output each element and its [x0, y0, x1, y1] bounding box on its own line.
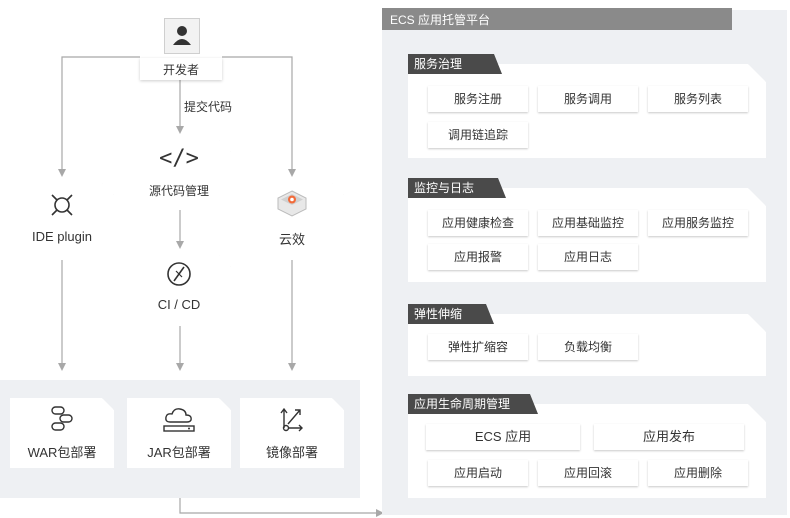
war-label: WAR包部署 [27, 445, 97, 460]
submit-code-label: 提交代码 [184, 100, 233, 114]
app-publish-button[interactable]: 应用发布 [594, 424, 744, 450]
ide-plugin-card: IDE plugin [10, 183, 114, 259]
ide-plugin-label: IDE plugin [32, 229, 92, 244]
platform-title: ECS 应用托管平台 [390, 13, 491, 27]
service-call-button[interactable]: 服务调用 [538, 86, 638, 112]
code-icon: </> [159, 146, 199, 171]
cicd-icon [164, 259, 194, 289]
trace-button[interactable]: 调用链追踪 [428, 122, 528, 148]
deploy-arrows-icon [278, 404, 306, 432]
service-list-button[interactable]: 服务列表 [648, 86, 748, 112]
developer-node: 开发者 [140, 18, 222, 80]
autoscale-button[interactable]: 弹性扩缩容 [428, 334, 528, 360]
health-check-button[interactable]: 应用健康检查 [428, 210, 528, 236]
source-mgmt-label: 源代码管理 [148, 184, 209, 198]
source-mgmt-card: </> 源代码管理 [127, 140, 231, 210]
yunxiao-label: 云效 [278, 232, 305, 247]
alert-button[interactable]: 应用报警 [428, 244, 528, 270]
cicd-label: CI / CD [157, 297, 201, 312]
jar-label: JAR包部署 [147, 445, 211, 460]
developer-label: 开发者 [162, 63, 199, 77]
jar-deploy-card: JAR包部署 [127, 398, 231, 468]
yunxiao-logo-icon [276, 189, 308, 219]
app-rollback-button[interactable]: 应用回滚 [538, 460, 638, 486]
basic-monitor-button[interactable]: 应用基础监控 [538, 210, 638, 236]
logs-button[interactable]: 应用日志 [538, 244, 638, 270]
load-balance-button[interactable]: 负载均衡 [538, 334, 638, 360]
image-deploy-card: 镜像部署 [240, 398, 344, 468]
developer-label-box: 开发者 [140, 58, 222, 80]
ecs-app-button[interactable]: ECS 应用 [426, 424, 580, 450]
platform-title-bar: ECS 应用托管平台 [382, 8, 732, 30]
user-icon [164, 18, 200, 54]
war-deploy-card: WAR包部署 [10, 398, 114, 468]
app-delete-button[interactable]: 应用删除 [648, 460, 748, 486]
app-start-button[interactable]: 应用启动 [428, 460, 528, 486]
cicd-card: CI / CD [127, 255, 231, 325]
service-monitor-button[interactable]: 应用服务监控 [648, 210, 748, 236]
war-icon [48, 404, 76, 432]
section-title: 监控与日志 [408, 178, 506, 198]
cloud-server-icon [161, 404, 197, 434]
yunxiao-card: 云效 [240, 183, 344, 259]
plugin-icon [48, 191, 76, 219]
section-title: 应用生命周期管理 [408, 394, 538, 414]
image-label: 镜像部署 [265, 445, 318, 460]
section-title: 服务治理 [408, 54, 502, 74]
section-title: 弹性伸缩 [408, 304, 494, 324]
service-register-button[interactable]: 服务注册 [428, 86, 528, 112]
